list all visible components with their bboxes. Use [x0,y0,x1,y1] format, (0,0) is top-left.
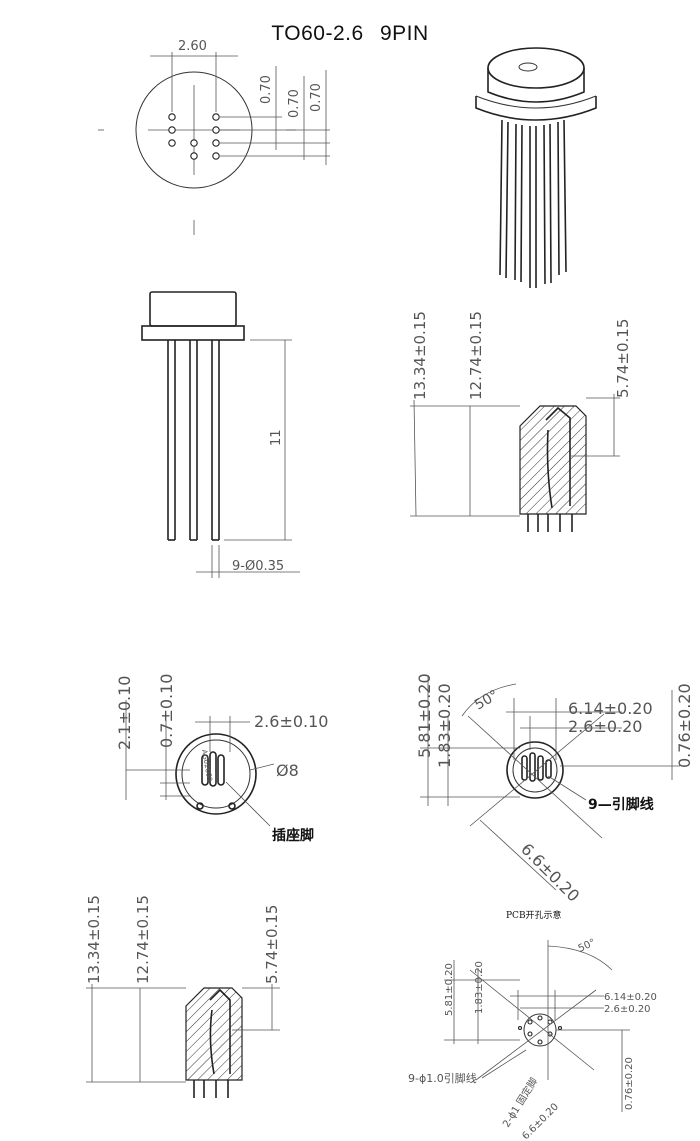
socket-diameter-dim: Ø8 [276,761,299,780]
section-view-1: 13.34±0.15 12.74±0.15 5.74±0.15 [410,311,632,532]
body-height-dim-2: 12.74±0.15 [134,895,152,984]
socket-offset-dim: 2.1±0.10 [115,676,134,750]
length-dimension: 11 [269,429,284,446]
pcb-offset-dim: 5.81±0.20 [444,963,455,1016]
drawing-title: TO60-2.6 9PIN [271,22,429,45]
pin-diameter-dimension: 9-Ø0.35 [232,559,284,574]
lead-gap-dim: 1.83±0.20 [435,683,454,768]
pitch-dimension: 2.60 [178,39,207,54]
socket-pin-gap-dim: 0.7±0.10 [157,674,176,748]
spacing-dim-1: 0.70 [259,75,274,104]
spacing-dim-3: 0.70 [309,83,324,112]
pcb-angle-dim: 50° [577,937,598,954]
side-view: 11 9-Ø0.35 [141,291,300,578]
section-view-2: 13.34±0.15 12.74±0.15 5.74±0.15 [85,895,281,1098]
lead-span-dim: 6.14±0.20 [568,699,653,718]
isometric-view [475,47,597,288]
pcb-diagonal-dim: 6.6±0.20 [520,1101,561,1141]
lead-wire-label: 9—引脚线 [588,796,654,813]
socket-bottom-view: AG02669 2.1±0.10 0.7±0.10 2.6±0.10 Ø8 插座… [115,674,328,844]
lead-angle-dim: 50° [472,687,502,713]
total-height-dim: 13.34±0.15 [411,311,429,400]
lead-pitch-dim: 2.6±0.20 [568,717,642,736]
pcb-span-dim: 6.14±0.20 [604,992,657,1003]
lead-bottom-view: 5.81±0.20 1.83±0.20 6.14±0.20 2.6±0.20 0… [415,673,694,905]
spacing-dim-2: 0.70 [287,89,302,118]
socket-pitch-dim: 2.6±0.10 [254,712,328,731]
lead-offset-dim: 5.81±0.20 [415,673,434,758]
top-view: 2.60 0.70 0.70 0.70 [98,39,330,235]
pcb-pitch-dim: 2.6±0.20 [604,1004,651,1015]
body-height-dim: 12.74±0.15 [467,311,485,400]
lead-diagonal-dim: 6.6±0.20 [517,839,583,905]
socket-height-dim: 5.74±0.15 [614,319,632,398]
pcb-lead-label: 9-ϕ1.0引脚线 [408,1071,477,1085]
socket-height-dim-2: 5.74±0.15 [263,905,281,984]
pin-holes [168,113,220,160]
socket-pin-label: 插座脚 [272,827,314,844]
lead-edge-dim: 0.76±0.20 [675,683,694,768]
pcb-gap-dim: 1.83±0.20 [474,961,485,1014]
pcb-edge-dim: 0.76±0.20 [624,1057,635,1110]
total-height-dim-2: 13.34±0.15 [85,895,103,984]
pcb-hole-view: PCB开孔示意 5.81±0.20 1.83±0.20 6.14±0.20 2.… [408,909,657,1141]
pcb-title: PCB开孔示意 [506,909,562,921]
